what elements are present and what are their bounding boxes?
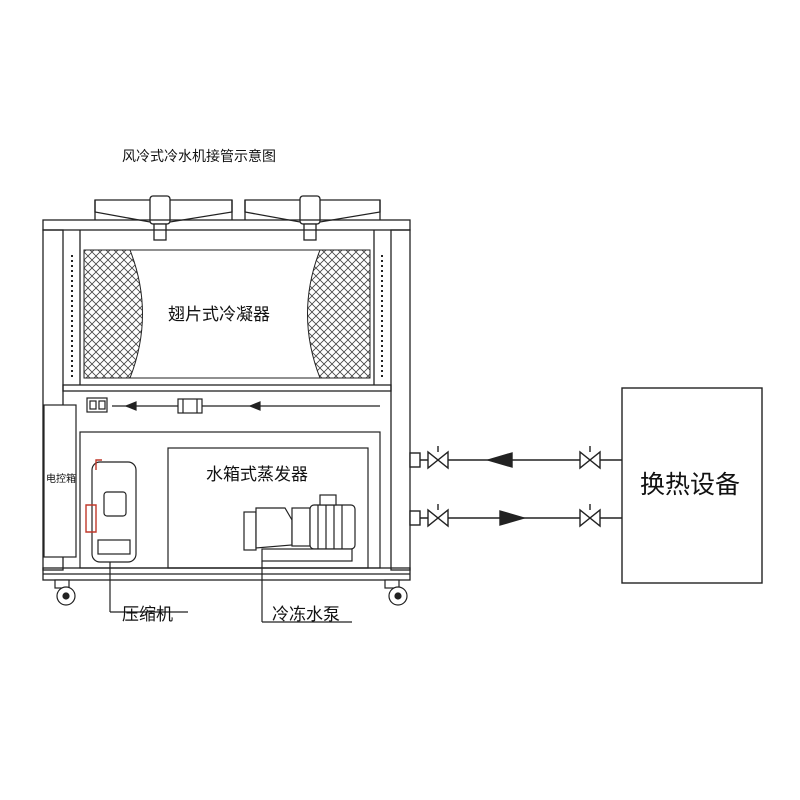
electric-box <box>43 404 77 558</box>
evaporator-label: 水箱式蒸发器 <box>206 465 308 485</box>
lower-compartment <box>79 431 381 569</box>
electric-box-label: 电控箱 <box>46 474 76 485</box>
heat-exchanger-label: 换热设备 <box>640 470 741 499</box>
refrigerant-line <box>86 397 380 414</box>
diagram-title: 风冷式冷水机接管示意图 <box>122 149 276 165</box>
water-pump <box>243 494 356 623</box>
compressor-label: 压缩机 <box>122 605 173 625</box>
caster-wheels <box>54 579 408 606</box>
pump-label: 冷冻水泵 <box>272 605 340 625</box>
compressor <box>85 459 188 613</box>
heat-exchanger-box <box>621 387 763 584</box>
water-piping <box>409 446 622 528</box>
condenser-label: 翅片式冷凝器 <box>168 305 270 325</box>
fan-right <box>244 195 381 241</box>
fan-left <box>94 195 233 241</box>
condenser-coil <box>71 249 383 379</box>
